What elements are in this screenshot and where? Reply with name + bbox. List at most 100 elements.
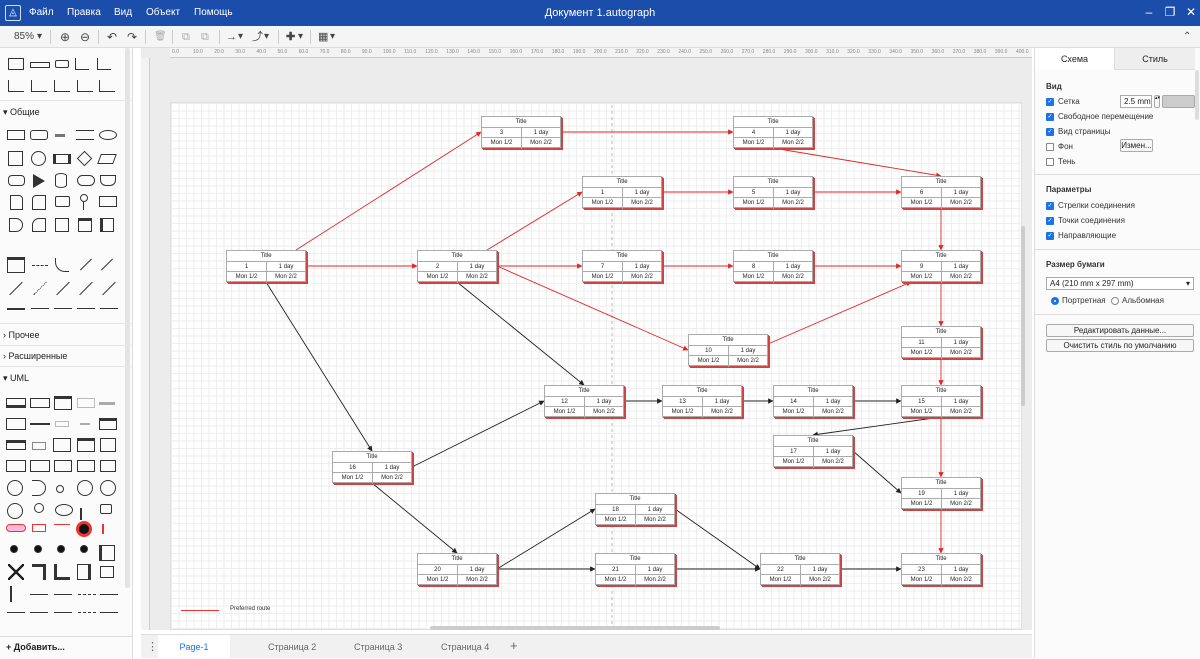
shape-heading[interactable]	[76, 130, 94, 140]
tab-style[interactable]: Стиль	[1115, 48, 1195, 70]
shape-uml-text[interactable]	[80, 423, 90, 425]
shape-directional-connector[interactable]	[79, 281, 93, 296]
shape-rounded-rectangle[interactable]	[30, 130, 48, 140]
shape-bidirectional-arrow[interactable]	[79, 258, 93, 271]
free-move-toggle[interactable]: ✓Свободное перемещение	[1046, 112, 1154, 121]
close-icon[interactable]: ✕	[1185, 5, 1197, 19]
tab-page-1[interactable]: Page-1	[158, 635, 230, 659]
shape-cloud[interactable]	[77, 175, 95, 186]
shape-uml-initial-state[interactable]	[34, 545, 42, 553]
connection-dropdown-icon[interactable]: ▾	[238, 31, 244, 42]
shape-line[interactable]	[9, 281, 23, 296]
shape-dotted-line[interactable]	[33, 281, 47, 296]
shape-uml-component[interactable]	[100, 438, 116, 452]
shape-thick-line[interactable]	[7, 308, 25, 310]
shape-callout[interactable]	[55, 196, 70, 207]
shape-cylinder[interactable]	[55, 173, 67, 188]
shape-tape[interactable]	[99, 196, 117, 207]
shape-uml-class[interactable]	[6, 398, 26, 408]
shape-uml-lifeline[interactable]	[100, 460, 116, 472]
add-more-shapes-button[interactable]: + Добавить...	[0, 636, 133, 658]
shape-uml-package[interactable]	[99, 418, 117, 430]
shape-uml-action[interactable]	[100, 504, 112, 514]
insert-dropdown-icon[interactable]: ▾	[298, 31, 304, 42]
shape-uml-entity[interactable]	[100, 480, 116, 496]
page-view-toggle[interactable]: ✓Вид страницы	[1046, 127, 1111, 136]
shape-document[interactable]	[100, 175, 116, 186]
shape-corner[interactable]	[77, 80, 93, 92]
shape-uml-node[interactable]	[53, 438, 71, 452]
shape-uml-package[interactable]	[77, 438, 95, 452]
shape-uml-label[interactable]	[55, 421, 69, 427]
shape-corner[interactable]	[99, 80, 115, 92]
menu-help[interactable]: Помощь	[194, 7, 233, 18]
zoom-dropdown-icon[interactable]: ▾	[37, 31, 43, 42]
shadow-toggle[interactable]: Тень	[1046, 156, 1075, 167]
shape-dashed-line[interactable]	[32, 265, 48, 266]
shape-process[interactable]	[53, 154, 71, 164]
shape-uml-boundary[interactable]	[77, 480, 93, 496]
grid-color-swatch[interactable]	[1162, 95, 1195, 108]
shape-uml-message[interactable]	[54, 594, 72, 595]
shape-uml-state[interactable]	[6, 524, 26, 532]
edit-data-button[interactable]: Редактировать данные...	[1046, 324, 1194, 337]
grid-toggle[interactable]: ✓Сетка	[1046, 97, 1080, 106]
minimize-icon[interactable]: –	[1145, 5, 1153, 19]
shape-uml-state[interactable]	[32, 524, 46, 532]
shape-container[interactable]	[78, 218, 92, 232]
shape-corner[interactable]	[8, 80, 24, 92]
grid-size-input[interactable]: 2.5 mm	[1120, 95, 1152, 108]
shape-ellipse[interactable]	[99, 130, 117, 140]
shape-arrow-line[interactable]	[77, 308, 95, 309]
shape-uml-text[interactable]	[99, 402, 115, 405]
shape-uml-lifeline[interactable]	[54, 460, 72, 472]
shape-uml-frame[interactable]	[6, 440, 26, 450]
shape-uml-class[interactable]	[30, 398, 50, 408]
shape-arrow-line[interactable]	[100, 308, 118, 309]
shape-uml-message[interactable]	[30, 594, 48, 595]
shape-display[interactable]	[32, 218, 46, 232]
shape-uml-generalization[interactable]	[100, 612, 118, 613]
shape-uml-aggregation[interactable]	[30, 612, 48, 613]
zoom-out-icon[interactable]: ⊖	[80, 30, 91, 44]
table-icon[interactable]: ▦	[318, 31, 329, 43]
shape-callout[interactable]	[55, 60, 69, 68]
shape-uml-initial-state[interactable]	[10, 545, 18, 553]
shape-rectangle[interactable]	[8, 58, 24, 70]
menu-view[interactable]: Вид	[114, 7, 133, 18]
shape-uml-corner[interactable]	[32, 564, 46, 580]
shape-triangle[interactable]	[33, 174, 45, 188]
shape-uml-destroy[interactable]	[8, 564, 24, 580]
shape-corner[interactable]	[75, 58, 89, 70]
shape-uml-corner[interactable]	[54, 564, 70, 580]
shape-uml-frame[interactable]	[77, 564, 91, 580]
shape-hexagon[interactable]	[8, 175, 25, 186]
add-page-icon[interactable]: +	[510, 638, 518, 653]
landscape-radio[interactable]: Альбомная	[1111, 295, 1164, 306]
connection-arrows-toggle[interactable]: ✓Стрелки соединения	[1046, 201, 1135, 210]
undo-icon[interactable]: ↶	[107, 30, 118, 44]
shape-connector[interactable]	[56, 281, 70, 296]
shape-uml-control[interactable]	[7, 503, 23, 519]
change-background-button[interactable]: Измен...	[1120, 139, 1153, 152]
shape-uml-final-state[interactable]	[76, 521, 92, 537]
shape-line[interactable]	[31, 308, 49, 309]
tab-page-3[interactable]: Страница 3	[354, 642, 403, 652]
redo-icon[interactable]: ↷	[127, 30, 138, 44]
collapse-toolbar-icon[interactable]: ⌃	[1183, 31, 1192, 42]
delete-icon[interactable]: 🗑	[154, 31, 167, 42]
